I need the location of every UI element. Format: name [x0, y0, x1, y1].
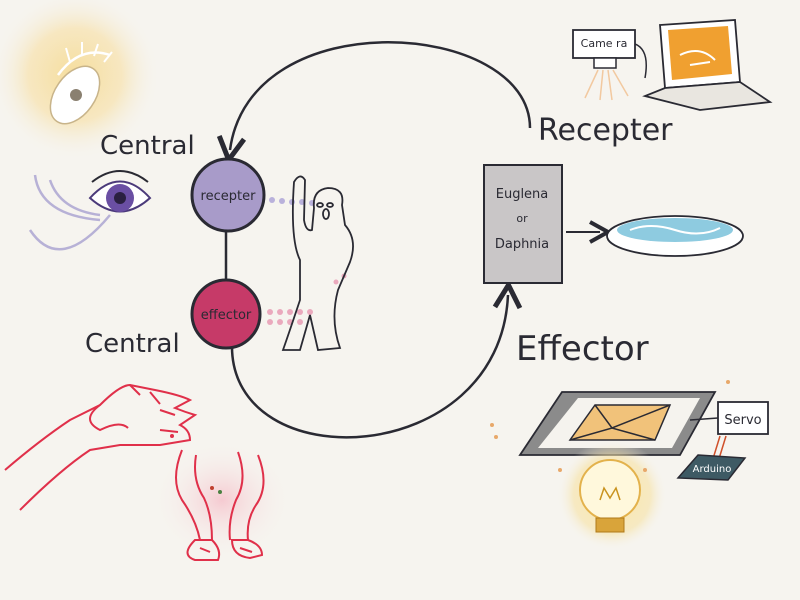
receptor-node-label: recepter — [201, 189, 257, 204]
camera-label: Came ra — [581, 37, 628, 50]
petri-dish-icon — [606, 215, 744, 257]
receptor-dots — [269, 197, 315, 206]
sun-icon — [0, 0, 160, 160]
organism-1-label: Euglena — [496, 187, 549, 202]
organism-or-label: or — [516, 212, 528, 225]
central-top-label: Central — [100, 131, 195, 161]
organism-2-label: Daphnia — [495, 237, 549, 252]
laptop-icon — [642, 19, 773, 111]
arduino-label: Arduino — [693, 464, 732, 475]
organism-box: Euglena or Daphnia — [483, 164, 563, 284]
loop-top-arrow — [230, 41, 532, 150]
camera-icon: Came ra — [572, 29, 647, 101]
servo-label: Servo — [724, 413, 761, 428]
hand-icon — [4, 383, 198, 511]
envelope-icon — [568, 404, 672, 441]
effector-dots — [267, 273, 347, 325]
servo-link — [689, 417, 719, 421]
legs-icon — [152, 440, 292, 561]
central-bottom-label: Central — [85, 329, 180, 359]
receptor-node: recepter — [190, 157, 266, 233]
servo-icon: Servo — [717, 401, 769, 435]
bulb-icon — [557, 440, 667, 550]
effector-node: effector — [190, 278, 262, 350]
person-icon — [281, 175, 354, 351]
effector-node-label: effector — [201, 308, 252, 323]
effector-label: Effector — [516, 329, 649, 369]
spark-dots — [490, 380, 730, 472]
arduino-icon: Arduino — [676, 454, 747, 481]
recepter-label: Recepter — [538, 113, 673, 148]
eye-icon — [28, 170, 152, 251]
loop-bottom-arrow — [230, 295, 508, 439]
